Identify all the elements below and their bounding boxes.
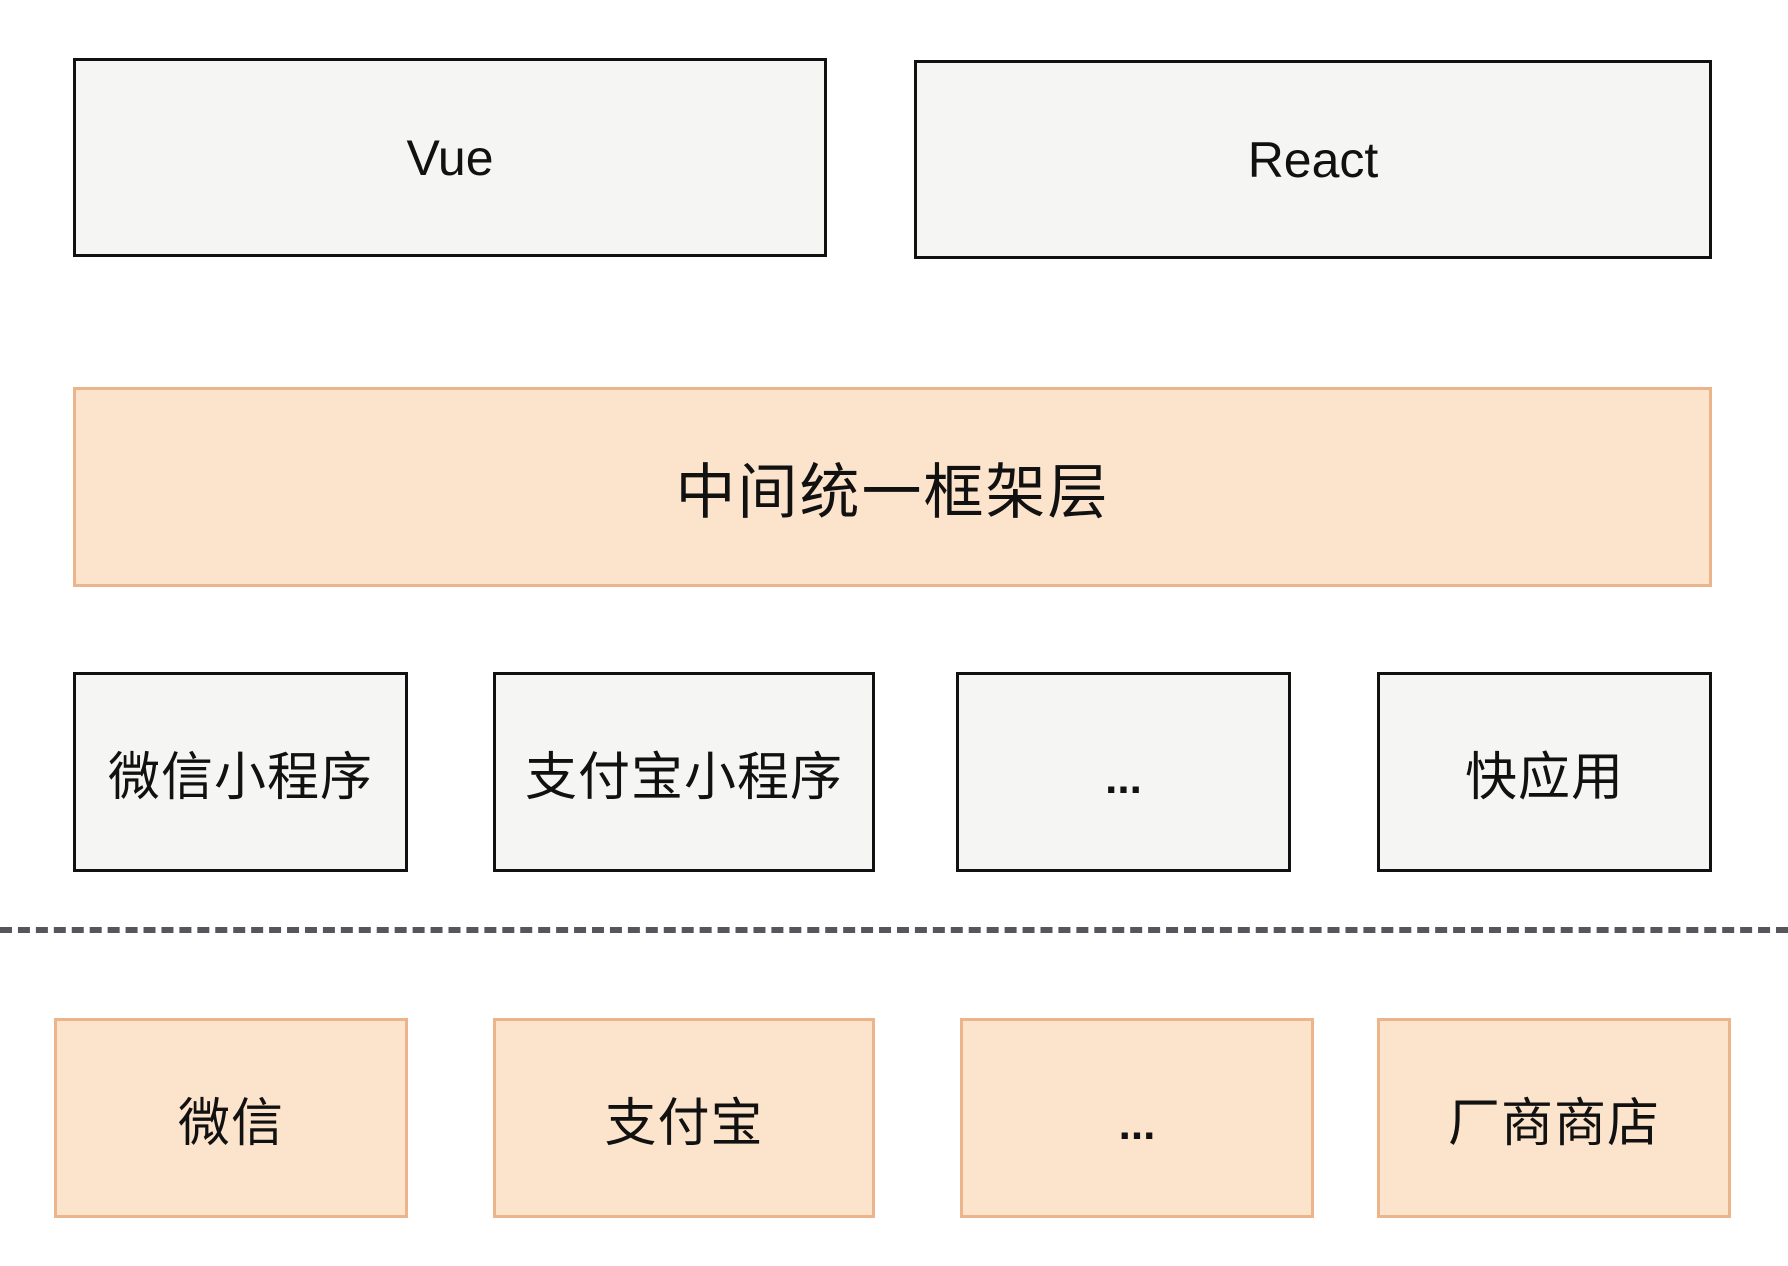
wechat-platform-label: 微信 [177,1093,284,1154]
middle-layer-label: 中间统一框架层 [675,457,1110,528]
wechat-platform-box: 微信 [54,1018,408,1218]
vendor-store-box: 厂商商店 [1377,1018,1731,1218]
vue-label: Vue [406,129,494,186]
more-mini-programs-box: ... [956,672,1291,872]
layer-divider [0,927,1788,933]
wechat-mini-program-box: 微信小程序 [73,672,408,872]
more-platforms-label: ... [1118,1100,1156,1149]
wechat-mini-program-label: 微信小程序 [107,747,373,808]
more-platforms-box: ... [960,1018,1314,1218]
react-label: React [1247,131,1379,188]
quick-app-label: 快应用 [1464,747,1624,808]
middle-layer-box: 中间统一框架层 [73,387,1712,587]
alipay-mini-program-box: 支付宝小程序 [493,672,875,872]
vendor-store-label: 厂商商店 [1447,1093,1660,1154]
quick-app-box: 快应用 [1377,672,1712,872]
alipay-platform-box: 支付宝 [493,1018,875,1218]
more-mini-programs-label: ... [1105,754,1142,803]
react-box: React [914,60,1712,259]
vue-box: Vue [73,58,827,257]
alipay-mini-program-label: 支付宝小程序 [524,747,843,808]
alipay-platform-label: 支付宝 [604,1093,764,1154]
